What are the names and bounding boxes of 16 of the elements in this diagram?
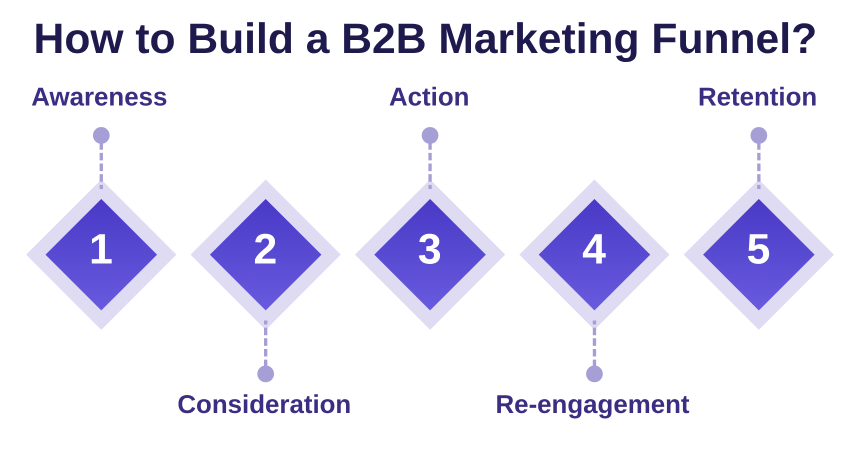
diagram-title: How to Build a B2B Marketing Funnel? — [33, 14, 817, 63]
node-diamond: 4 — [518, 180, 670, 330]
node-diamond: 3 — [354, 180, 505, 330]
node-text: Retention — [697, 84, 817, 112]
node-text: Action — [388, 84, 469, 112]
connector — [421, 127, 438, 189]
node-text: Consideration — [176, 391, 351, 420]
node-diamond: 5 — [683, 180, 834, 330]
node-text: Awareness — [30, 84, 167, 112]
connector — [750, 127, 767, 189]
node-text: Re-engagement — [495, 391, 690, 420]
node-diamond: 1 — [26, 180, 176, 330]
connector — [256, 320, 274, 382]
connector — [586, 320, 602, 382]
node-diamond: 2 — [190, 180, 340, 330]
connector — [92, 127, 110, 189]
